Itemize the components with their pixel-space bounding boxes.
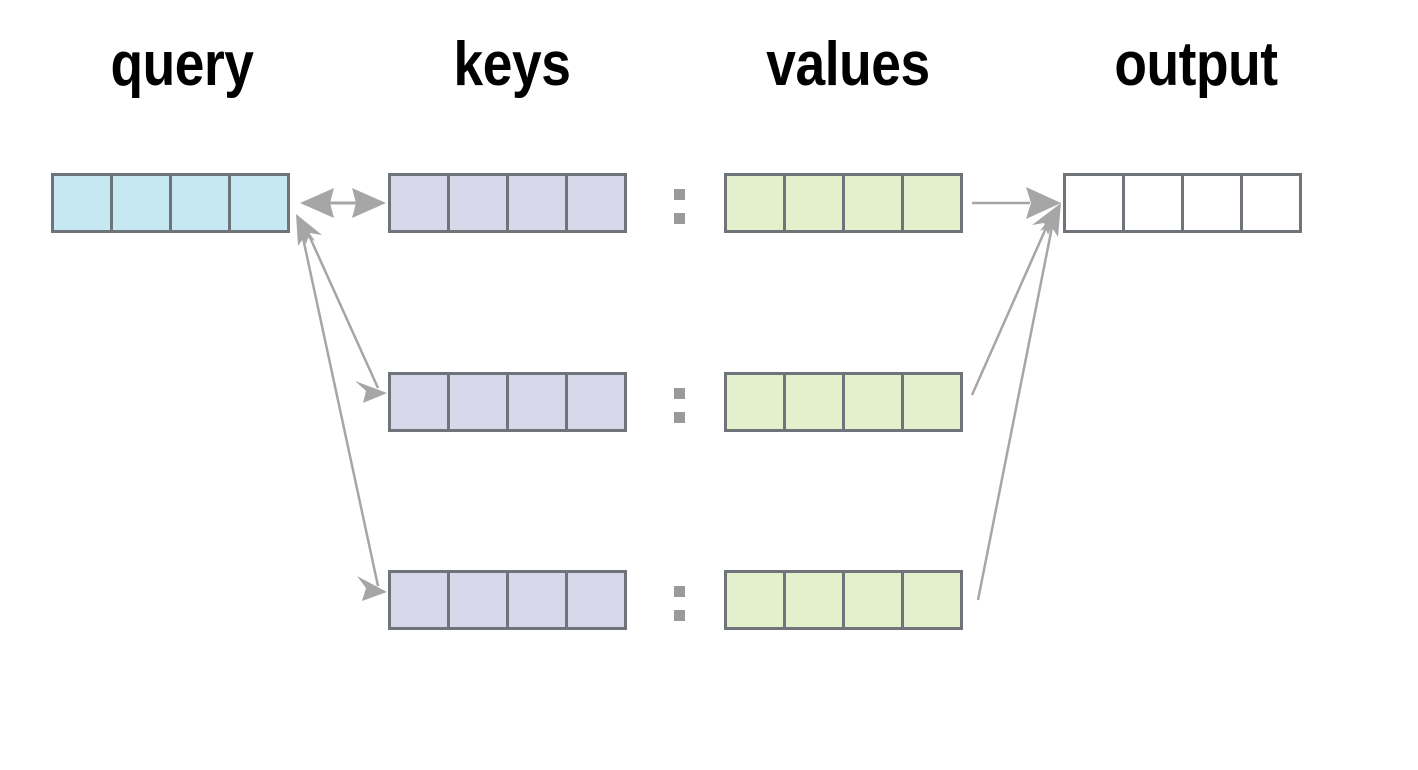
keys-cell	[506, 372, 568, 432]
keys-cell	[388, 372, 450, 432]
query-cell	[110, 173, 172, 233]
arrow-query-to-keys-row-2	[296, 214, 387, 403]
colon-dot-lower	[674, 610, 685, 621]
query-cell	[169, 173, 231, 233]
values-cell	[783, 372, 845, 432]
values-cell	[842, 372, 904, 432]
values-vector-row-1	[724, 173, 963, 233]
keys-cell	[565, 570, 627, 630]
arrow-values-row-1-to-output	[972, 187, 1061, 219]
colon-dot-upper	[674, 388, 685, 399]
arrow-query-to-keys-row-1	[300, 188, 386, 218]
values-cell	[901, 173, 963, 233]
colon-separator-row-3	[674, 586, 685, 621]
arrow-query-to-keys-row-3	[296, 214, 387, 601]
values-cell	[724, 173, 786, 233]
output-cell	[1122, 173, 1184, 233]
keys-cell	[447, 372, 509, 432]
values-cell	[783, 173, 845, 233]
output-cell	[1240, 173, 1302, 233]
column-label-output: output	[1114, 30, 1278, 99]
keys-cell	[447, 570, 509, 630]
colon-separator-row-1	[674, 189, 685, 224]
keys-vector-row-3	[388, 570, 627, 630]
output-cell	[1063, 173, 1125, 233]
colon-dot-upper	[674, 189, 685, 200]
keys-cell	[388, 173, 450, 233]
values-vector-row-2	[724, 372, 963, 432]
values-cell	[783, 570, 845, 630]
colon-dot-upper	[674, 586, 685, 597]
values-cell	[724, 372, 786, 432]
query-cell	[51, 173, 113, 233]
keys-vector-row-2	[388, 372, 627, 432]
output-cell	[1181, 173, 1243, 233]
keys-cell	[506, 173, 568, 233]
values-vector-row-3	[724, 570, 963, 630]
keys-cell	[506, 570, 568, 630]
arrow-values-row-2-to-output	[970, 203, 1061, 396]
output-vector-row	[1063, 173, 1302, 233]
keys-cell	[447, 173, 509, 233]
column-label-query: query	[110, 30, 254, 99]
keys-vector-row-1	[388, 173, 627, 233]
column-label-keys: keys	[453, 30, 571, 99]
values-cell	[842, 570, 904, 630]
arrow-values-row-3-to-output	[976, 203, 1061, 601]
values-cell	[842, 173, 904, 233]
column-label-values: values	[766, 30, 930, 99]
colon-dot-lower	[674, 213, 685, 224]
query-vector-row	[51, 173, 290, 233]
keys-cell	[565, 173, 627, 233]
query-cell	[228, 173, 290, 233]
colon-dot-lower	[674, 412, 685, 423]
values-cell	[901, 570, 963, 630]
values-cell	[724, 570, 786, 630]
colon-separator-row-2	[674, 388, 685, 423]
keys-cell	[565, 372, 627, 432]
values-cell	[901, 372, 963, 432]
keys-cell	[388, 570, 450, 630]
